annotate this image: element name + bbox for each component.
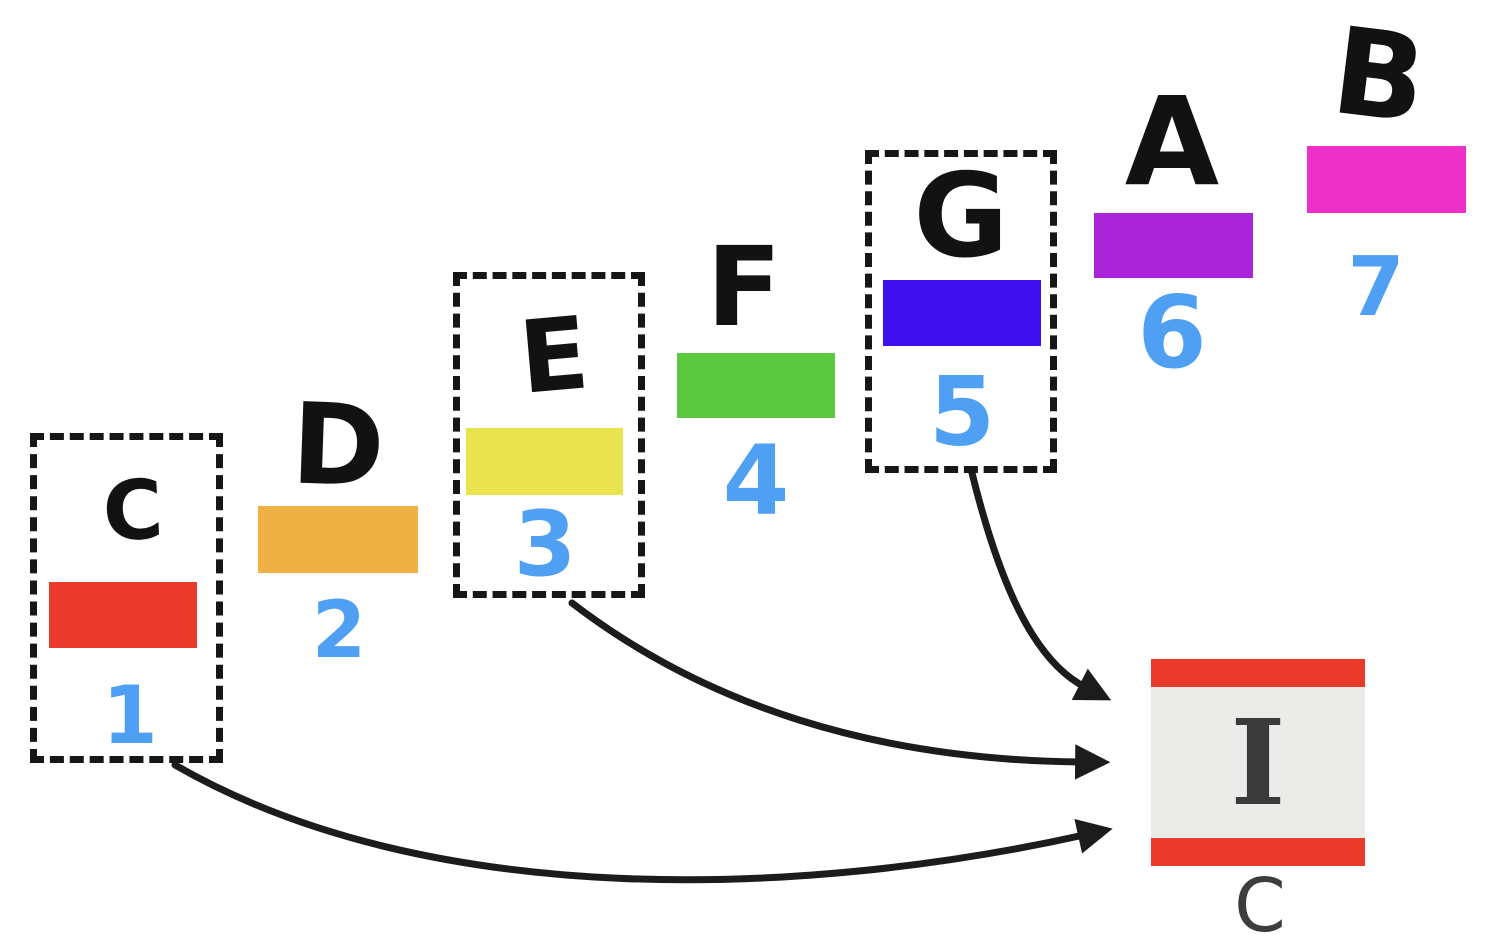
note-letter-b: B — [1325, 1, 1433, 152]
chord-numeral: I — [1230, 692, 1286, 832]
degree-label-1: 1 — [102, 669, 158, 762]
arrow-e-to-chord — [568, 599, 1111, 780]
arrow-g-to-chord — [968, 469, 1112, 701]
degree-label-3: 3 — [513, 492, 577, 597]
chord-body: I — [1151, 687, 1365, 838]
degree-label-5: 5 — [928, 357, 996, 468]
note-letter-d: D — [289, 379, 387, 513]
note-bar-a — [1094, 213, 1253, 278]
dashed-box-g — [865, 150, 1057, 473]
note-letter-a: A — [1124, 71, 1220, 213]
dashed-box-e — [453, 272, 645, 598]
degree-label-4: 4 — [722, 425, 790, 537]
note-letter-c: C — [100, 462, 166, 561]
arrow-c-to-chord — [171, 761, 1113, 884]
degree-label-7: 7 — [1347, 240, 1405, 335]
degree-label-2: 2 — [311, 586, 367, 676]
dashed-box-c — [30, 433, 223, 763]
note-bar-g — [883, 280, 1041, 346]
note-bar-d — [258, 506, 418, 573]
chord-name: C — [1234, 863, 1286, 946]
note-letter-f: F — [706, 223, 782, 351]
chord-top-bar — [1151, 659, 1365, 687]
degree-label-6: 6 — [1137, 274, 1207, 391]
chord-bottom-bar — [1151, 838, 1365, 866]
note-letter-e: E — [514, 294, 594, 417]
note-bar-f — [677, 353, 835, 418]
note-bar-c — [49, 582, 197, 648]
note-bar-e — [466, 428, 623, 495]
note-bar-b — [1307, 146, 1466, 213]
chord-box: I — [1151, 659, 1365, 866]
note-letter-g: G — [913, 149, 1009, 284]
